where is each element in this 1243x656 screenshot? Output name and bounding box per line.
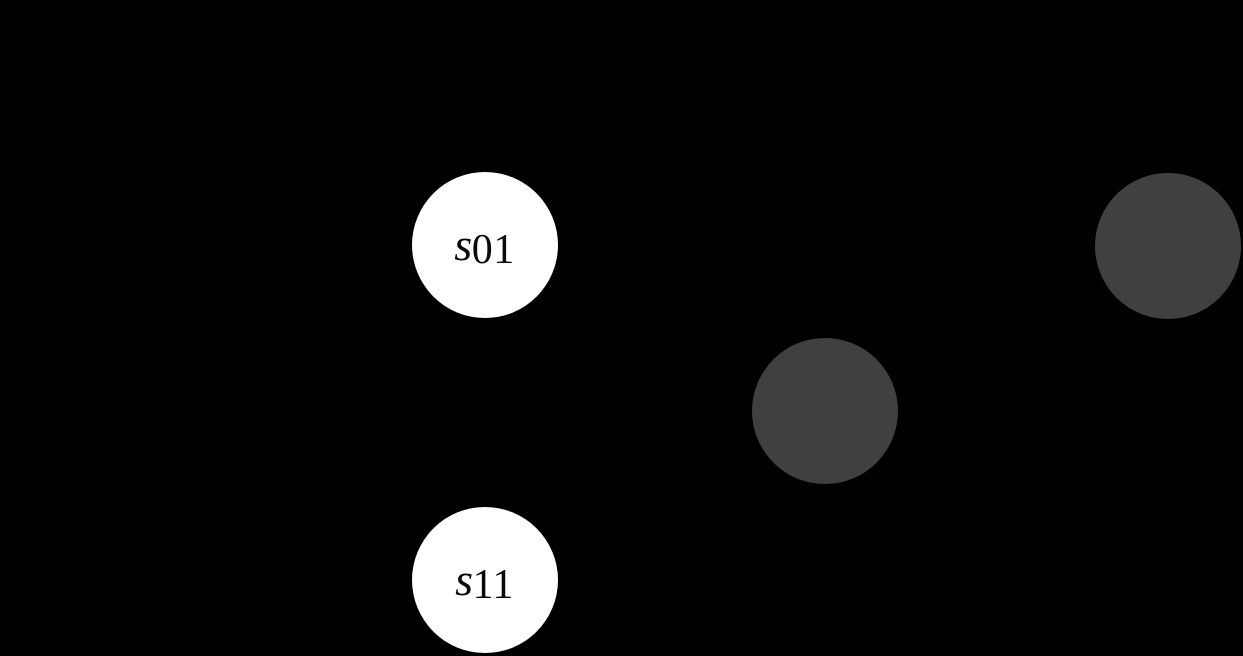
node-s01-subscript: 01 bbox=[471, 227, 515, 273]
node-s01-label: s01 bbox=[454, 219, 515, 272]
node-s01[interactable]: s01 bbox=[412, 172, 558, 318]
node-gray-middle[interactable] bbox=[752, 338, 898, 484]
node-s11-subscript: 11 bbox=[472, 562, 514, 608]
node-s01-symbol: s bbox=[454, 219, 473, 270]
node-s11[interactable]: s11 bbox=[412, 507, 558, 653]
node-s11-symbol: s bbox=[455, 554, 474, 605]
node-s11-label: s11 bbox=[455, 554, 515, 607]
node-gray-right[interactable] bbox=[1095, 173, 1241, 319]
